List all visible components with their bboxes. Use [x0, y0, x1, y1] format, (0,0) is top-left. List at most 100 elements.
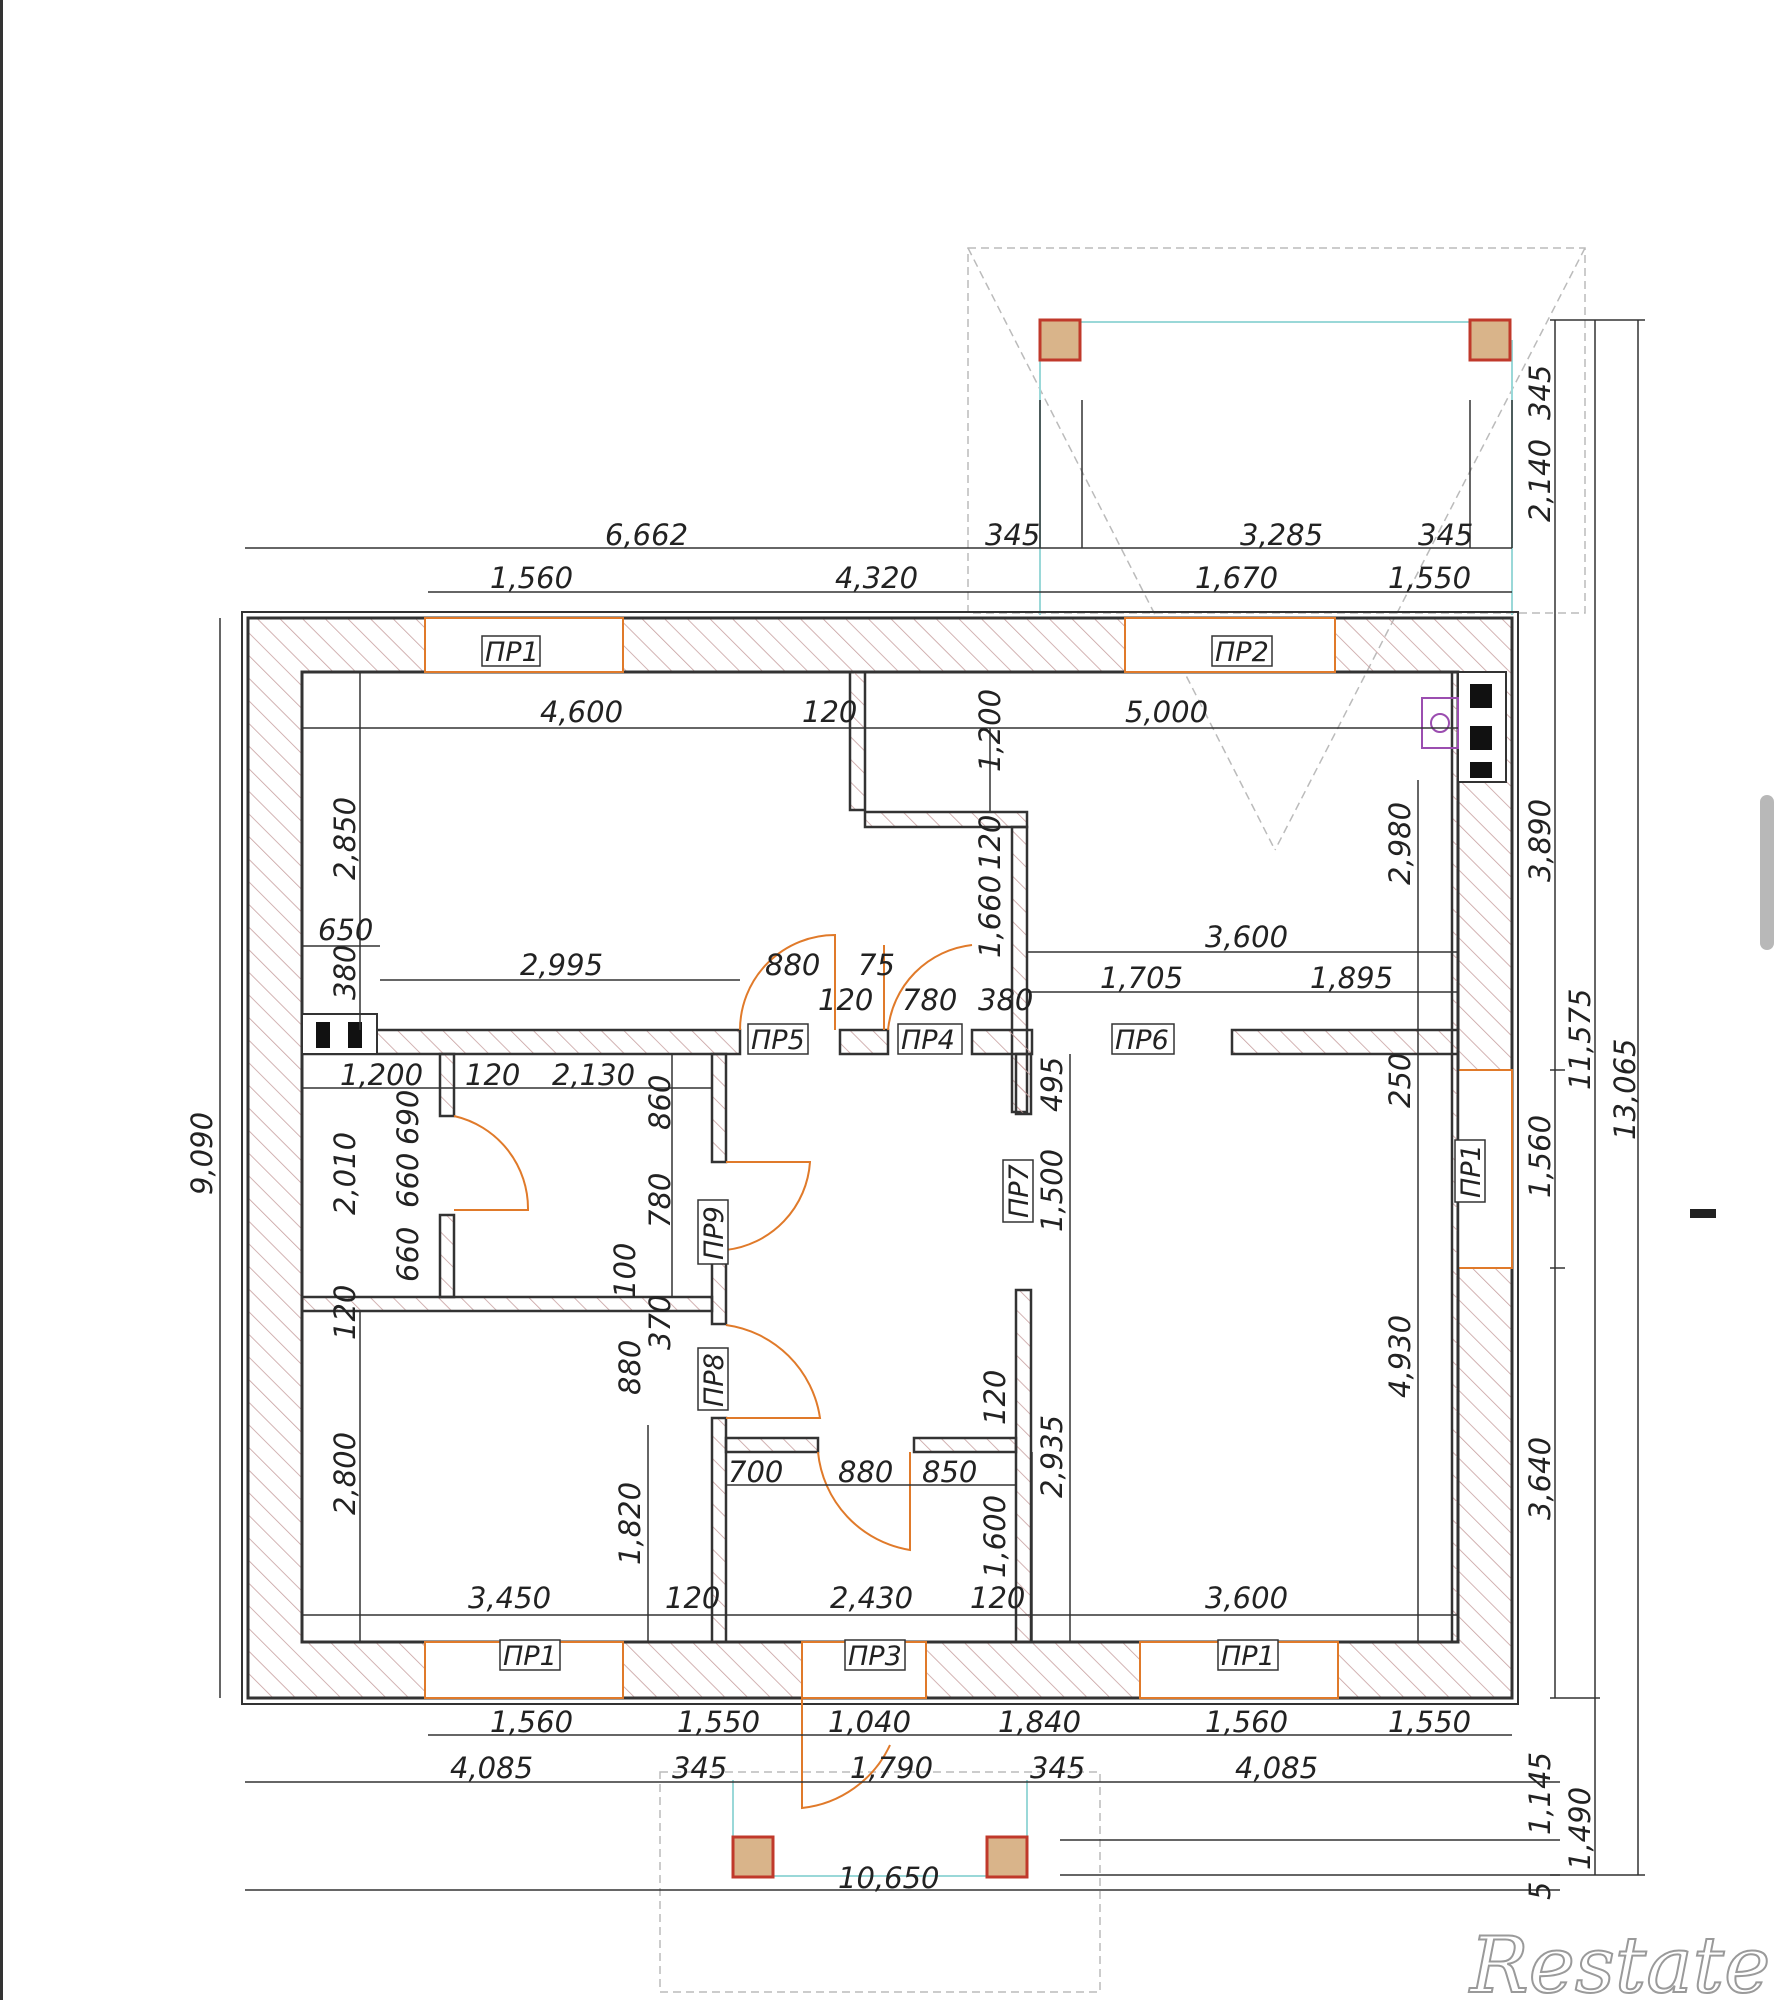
dim-label: 120 — [978, 1370, 1012, 1425]
dim-label: 3,600 — [1205, 920, 1288, 954]
dim-label: 11,575 — [1563, 989, 1597, 1090]
tag-pr5: ПР5 — [751, 1025, 805, 1056]
dim-label: 1,145 — [1523, 1752, 1557, 1835]
dim-label: 1,550 — [1388, 561, 1471, 595]
porch-bottom — [659, 1771, 1101, 1993]
boiler — [1421, 697, 1459, 749]
dim-label: 4,085 — [450, 1751, 533, 1785]
dim-label: 10,650 — [838, 1861, 939, 1895]
dim-label: 2,935 — [1035, 1415, 1069, 1498]
dim-label: 690 — [391, 1090, 425, 1145]
column — [1468, 318, 1512, 362]
page-left-border — [0, 0, 3, 2000]
dim-label: 495 — [1035, 1057, 1069, 1112]
tag-pr1-right: ПР1 — [1456, 1144, 1487, 1198]
column — [731, 1835, 775, 1879]
dim-label: 780 — [643, 1173, 677, 1228]
dim-label: 2,130 — [552, 1058, 635, 1092]
tag-pr9: ПР9 — [699, 1206, 730, 1260]
dim-label: 120 — [802, 695, 857, 729]
dim-label: 1,820 — [613, 1482, 647, 1565]
dim-label: 1,200 — [973, 689, 1007, 772]
dim-label: 1,500 — [1035, 1149, 1069, 1232]
dim-label: 345 — [672, 1751, 727, 1785]
dim-label: 700 — [728, 1455, 783, 1489]
dim-label: 3,640 — [1523, 1437, 1557, 1520]
dim-label: 1,840 — [998, 1705, 1081, 1739]
dim-label: 13,065 — [1608, 1039, 1642, 1140]
dim-label: 1,490 — [1563, 1787, 1597, 1870]
dim-label: 660 — [391, 1153, 425, 1208]
dim-label: 1,670 — [1195, 561, 1278, 595]
dim-label: 1,550 — [1388, 1705, 1471, 1739]
dim-label: 2,800 — [328, 1432, 362, 1515]
dim-label: 4,930 — [1383, 1315, 1417, 1398]
dim-label: 3,890 — [1523, 799, 1557, 882]
dim-label: 120 — [665, 1581, 720, 1615]
dim-label: 345 — [1418, 518, 1473, 552]
tag-pr1-bottom-right: ПР1 — [1221, 1641, 1275, 1672]
tag-pr6: ПР6 — [1115, 1025, 1169, 1056]
dim-label: 120 — [328, 1285, 362, 1340]
dim-label: 2,850 — [328, 797, 362, 880]
tag-pr8: ПР8 — [699, 1353, 730, 1407]
section-marker — [1690, 1209, 1716, 1218]
dim-label: 1,660 — [973, 875, 1007, 958]
column — [985, 1835, 1029, 1879]
porch-columns — [731, 318, 1512, 1879]
dim-label: 1,600 — [978, 1495, 1012, 1578]
dim-label: 100 — [608, 1243, 642, 1298]
dim-label: 120 — [465, 1058, 520, 1092]
dim-label: 370 — [643, 1295, 677, 1350]
dim-label: 1,560 — [490, 561, 573, 595]
dim-label: 1,560 — [1523, 1115, 1557, 1198]
dim-label: 1,705 — [1100, 961, 1183, 995]
fixtures — [301, 671, 1507, 1055]
interior-walls — [300, 670, 1460, 1644]
dim-label: 2,980 — [1383, 802, 1417, 885]
dim-label: 2,430 — [830, 1581, 913, 1615]
dim-label: 1,200 — [340, 1058, 423, 1092]
dim-label: 4,085 — [1235, 1751, 1318, 1785]
dim-label: 120 — [973, 815, 1007, 870]
dim-label: 3,285 — [1240, 518, 1323, 552]
dim-label: 880 — [613, 1340, 647, 1395]
dim-label: 250 — [1383, 1053, 1417, 1108]
tag-pr4: ПР4 — [901, 1025, 955, 1056]
dim-label: 5 — [1523, 1882, 1557, 1900]
dim-label: 780 — [902, 983, 957, 1017]
dim-label: 650 — [318, 913, 373, 947]
exterior-openings — [424, 617, 1513, 1699]
dim-label: 5,000 — [1125, 695, 1208, 729]
dim-label: 120 — [818, 983, 873, 1017]
dim-label: 1,560 — [490, 1705, 573, 1739]
dim-label: 1,895 — [1310, 961, 1393, 995]
dim-label: 345 — [985, 518, 1040, 552]
column — [1038, 318, 1082, 362]
dim-label: 1,040 — [828, 1705, 911, 1739]
tag-pr1-top: ПР1 — [485, 637, 539, 668]
dim-label: 120 — [970, 1581, 1025, 1615]
dim-label: 1,790 — [850, 1751, 933, 1785]
dim-label: 1,550 — [677, 1705, 760, 1739]
dim-label: 3,600 — [1205, 1581, 1288, 1615]
dim-label: 2,995 — [520, 948, 603, 982]
dim-label: 4,320 — [835, 561, 918, 595]
dim-label: 3,450 — [468, 1581, 551, 1615]
door-swings — [453, 933, 973, 1810]
dim-label: 380 — [328, 945, 362, 1000]
dim-label: 2,010 — [328, 1132, 362, 1215]
tag-pr2-top: ПР2 — [1215, 637, 1269, 668]
watermark-logo: Restate — [1468, 1921, 1770, 2000]
opening-tags: ПР1 ПР2 ПР5 ПР4 ПР6 ПР7 ПР9 ПР8 ПР1 ПР1 … — [481, 635, 1487, 1672]
dim-label: 9,090 — [185, 1112, 219, 1195]
dim-label: 880 — [838, 1455, 893, 1489]
dim-label: 880 — [765, 948, 820, 982]
dim-label: 850 — [922, 1455, 977, 1489]
dim-label: 2,140 — [1523, 439, 1557, 522]
vent-block-left — [301, 1013, 378, 1055]
dimension-lines — [219, 319, 1645, 1891]
scrollbar-thumb[interactable] — [1760, 795, 1774, 950]
dim-label: 380 — [978, 983, 1033, 1017]
